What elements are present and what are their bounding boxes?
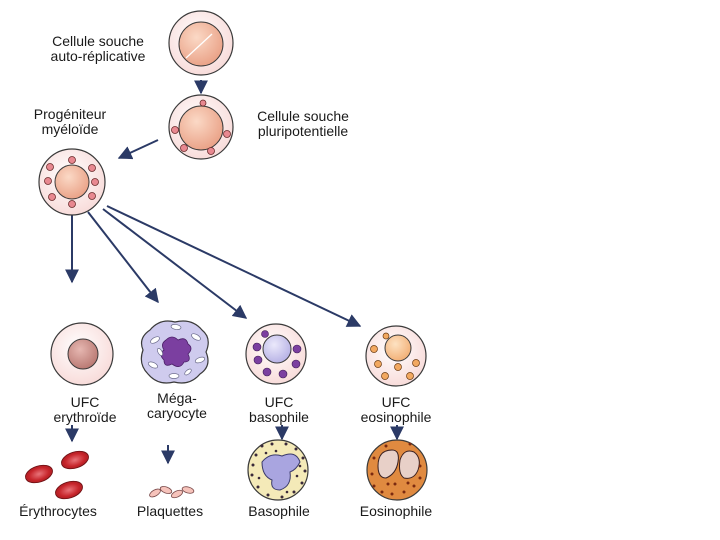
self-renewing-stem-cell [168,10,234,76]
label-megakaryocyte: Méga- caryocyte [147,390,207,421]
myeloid-progenitor-cell [38,148,106,216]
erythrocytes [25,450,89,500]
arrow-myeloid-to-eosinophil [106,205,362,327]
arrow-pluripotent-to-myeloid [117,139,159,160]
label-ufc-basophil: UFC basophile [249,394,309,425]
label-ufc-erythroid: UFC erythroïde [53,394,117,425]
ufc-basophil-cell [245,323,307,385]
ufc-erythroid-cell [50,322,114,386]
label-eosinophil: Eosinophile [359,503,433,519]
label-platelets: Plaquettes [136,503,204,519]
megakaryocyte-cell [140,320,209,384]
ufc-eosinophil-cell [365,325,427,387]
mature-basophil [247,439,309,501]
label-myeloid-progenitor: Progéniteur myéloïde [33,106,107,137]
arrows [65,80,404,465]
arrow-myeloid-to-megakaryocyte [87,211,159,304]
mature-eosinophil [366,439,428,501]
label-erythrocytes: Érythrocytes [19,503,97,519]
arrow-myeloid-to-basophil [102,208,248,319]
label-self-renewing-stem-cell: Cellule souche auto-réplicative [50,33,146,64]
label-basophil: Basophile [248,503,310,519]
pluripotent-stem-cell [168,94,234,160]
label-pluripotent-stem-cell: Cellule souche pluripotentielle [257,108,349,139]
label-ufc-eosinophil: UFC eosinophile [360,394,432,425]
platelets [149,486,195,499]
